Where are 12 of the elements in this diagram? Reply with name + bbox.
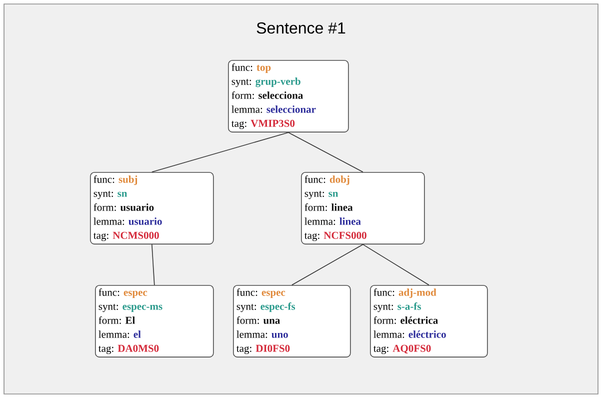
tree-node-box: func: top synt: grup-verb form: selecciona lemma: seleccionar tag: VMIP3S0 [228,60,349,132]
tree-node-box: func: espec synt: espec-fs form: una lemma: uno tag: DI0FS0 [233,285,351,358]
tree-node-box: func: adj-mod synt: s-a-fs form: eléctrica lemma: eléctrico tag: AQ0FS0 [370,285,488,358]
title: Sentence #1 [256,22,346,34]
tree-node-box: func: dobj synt: sn form: linea lemma: linea tag: NCFS000 [301,172,425,244]
tree-node-box: func: espec synt: espec-ms form: El lemma: el tag: DA0MS0 [95,285,214,358]
tree-edge [362,244,430,286]
tree-edge [152,132,289,172]
tree-edge [288,132,364,172]
tree-node-box: func: subj synt: sn form: usuario lemma: usuario tag: NCMS000 [90,172,214,244]
tree-edge [292,244,364,286]
tree-edge [152,244,155,286]
